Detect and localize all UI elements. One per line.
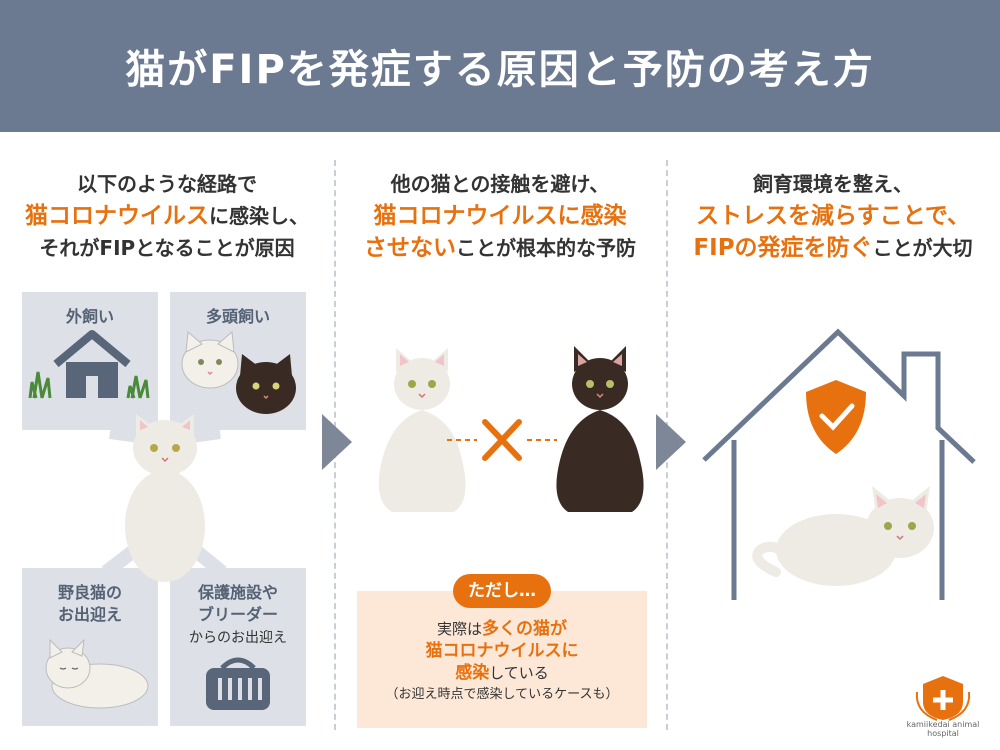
caution-line-1-highlight: 多くの猫が [482, 619, 567, 639]
caution-box [357, 591, 647, 728]
pet-carrier-icon [206, 657, 270, 710]
tile-outdoor: 外飼い [22, 292, 158, 430]
environment-line-3-rest: ことが大切 [872, 236, 973, 260]
prevent-line-2: 猫コロナウイルスに感染 [373, 203, 627, 229]
hospital-logo-text: kamiikedai animal hospital [906, 720, 980, 738]
black-cat-illustration [556, 346, 644, 512]
prevent-line-3-rest: ことが根本的な予防 [456, 236, 636, 260]
prevent-line-3: させないことが根本的な予防 [334, 232, 666, 264]
tile-stray: 野良猫のお出迎え [22, 568, 158, 726]
cause-line-2-rest: に感染し、 [209, 204, 309, 228]
header-banner: 猫がFIPを発症する原因と予防の考え方 [0, 0, 1000, 132]
safe-house-illustration [702, 328, 976, 600]
cause-line-1: 以下のような経路で [77, 172, 257, 196]
cause-line-2: 猫コロナウイルスに感染し、 [0, 200, 334, 232]
cause-highlight: 猫コロナウイルス [25, 203, 209, 229]
shield-check-icon [806, 380, 866, 454]
tile-shelter-rest: からのお出迎え [189, 630, 287, 646]
environment-text: 飼育環境を整え、 ストレスを減らすことで、 FIPの発症を防ぐことが大切 [666, 168, 1000, 264]
prevent-highlight: させない [364, 235, 456, 261]
no-contact-x-icon [447, 419, 557, 461]
environment-line-3: FIPの発症を防ぐことが大切 [666, 232, 1000, 264]
tile-shelter-breeder: ブリーダー [197, 605, 278, 624]
tile-shelter-ya: や [262, 583, 279, 602]
tile-multi: 多頭飼い [170, 292, 306, 430]
tile-stray-label: 野良猫のお出迎え [22, 582, 158, 626]
caution-line-1-pre: 実際は [436, 620, 482, 638]
tile-multi-label: 多頭飼い [205, 307, 270, 326]
caution-text: 実際は多くの猫が 猫コロナウイルスに 感染している （お迎え時点で感染しているケ… [357, 618, 647, 706]
hospital-logo-icon [915, 676, 971, 721]
caution-line-1: 実際は多くの猫が [357, 618, 647, 640]
tile-shelter: 保護施設や ブリーダー からのお出迎え [170, 568, 306, 726]
tile-outdoor-label: 外飼い [65, 307, 114, 326]
tile-shelter-label: 保護施設や ブリーダー からのお出迎え [170, 582, 306, 649]
white-cat-illustration [378, 348, 466, 512]
arrow-right-icon [322, 414, 352, 470]
environment-line-1: 飼育環境を整え、 [753, 172, 913, 196]
arrow-right-icon [656, 414, 686, 470]
central-cat-illustration [101, 414, 227, 582]
environment-line-2: ストレスを減らすことで、 [696, 203, 970, 229]
caution-line-3-highlight: 感染 [455, 663, 490, 683]
cause-text: 以下のような経路で 猫コロナウイルスに感染し、 それがFIPとなることが原因 [0, 168, 334, 264]
lying-cat-icon [45, 638, 149, 709]
caution-tag: ただし… [453, 574, 551, 608]
caution-line-3-rest: している [489, 664, 549, 682]
caution-line-2: 猫コロナウイルスに [425, 641, 579, 661]
house-icon [28, 330, 150, 399]
caution-note: （お迎え時点で感染しているケースも） [385, 687, 619, 702]
prevent-line-1: 他の猫との接触を避け、 [390, 172, 610, 196]
caution-line-3: 感染している [357, 662, 647, 684]
environment-highlight: FIPの発症を防ぐ [693, 235, 873, 261]
page-title: 猫がFIPを発症する原因と予防の考え方 [125, 47, 875, 93]
two-cats-icon [181, 330, 296, 414]
tile-stray-line-1: 野良猫の [57, 583, 122, 602]
tile-stray-line-2: お出迎え [57, 605, 122, 624]
tile-shelter-highlight: 保護施設 [197, 583, 262, 602]
cause-line-3: それがFIPとなることが原因 [39, 236, 295, 260]
prevent-text: 他の猫との接触を避け、 猫コロナウイルスに感染 させないことが根本的な予防 [334, 168, 666, 264]
